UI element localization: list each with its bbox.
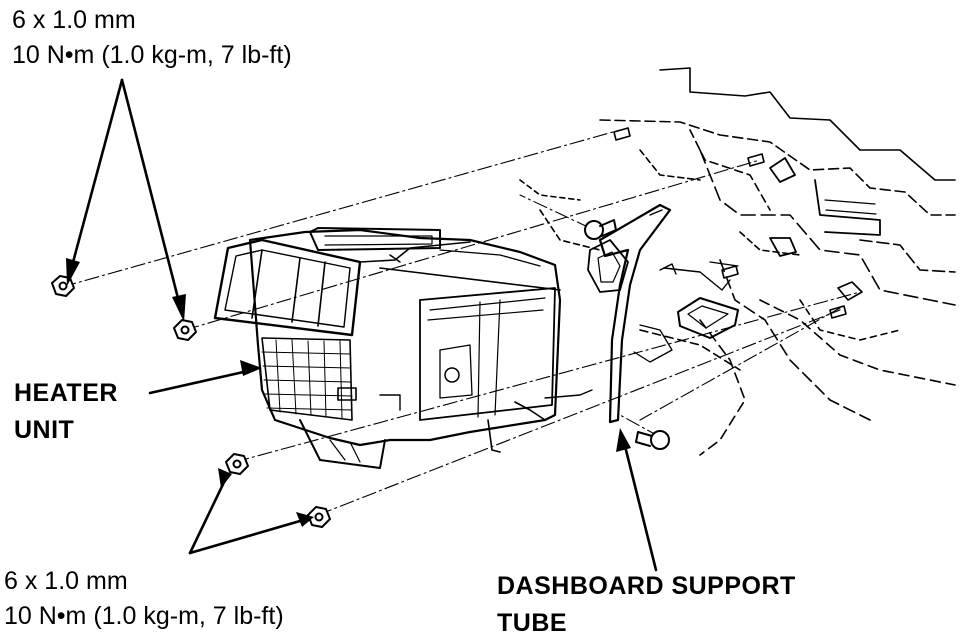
bottom-spec-size: 6 x 1.0 mm bbox=[4, 567, 128, 595]
alignment-lines bbox=[61, 129, 861, 516]
heater-unit-label-line2: UNIT bbox=[14, 416, 75, 444]
heater-unit-label-line1: HEATER bbox=[14, 379, 118, 407]
arrow-dashboard-tube bbox=[622, 440, 658, 572]
top-spec-torque: 10 N•m (1.0 kg-m, 7 lb-ft) bbox=[12, 41, 292, 69]
bottom-spec-torque: 10 N•m (1.0 kg-m, 7 lb-ft) bbox=[4, 602, 284, 630]
heater-unit bbox=[213, 227, 593, 469]
firewall-components bbox=[633, 157, 863, 363]
flange-bolt-upper bbox=[584, 219, 617, 240]
dashboard-support-label-line1: DASHBOARD SUPPORT bbox=[497, 572, 796, 600]
hex-nut-lower-right bbox=[307, 506, 331, 528]
arrow-top-right bbox=[120, 78, 182, 308]
firewall-structure bbox=[519, 67, 956, 456]
top-spec-size: 6 x 1.0 mm bbox=[12, 6, 136, 34]
leader-arrows bbox=[70, 78, 658, 572]
hex-nut-lower-left bbox=[225, 453, 249, 475]
hex-nut-upper-right bbox=[173, 319, 197, 341]
stud-bolts bbox=[613, 127, 847, 319]
arrow-bottom-left bbox=[188, 476, 228, 555]
arrow-top-left bbox=[70, 78, 124, 268]
flange-bolt-lower bbox=[635, 430, 670, 450]
dashboard-support-tube bbox=[587, 203, 672, 424]
arrowheads bbox=[66, 258, 631, 527]
arrow-heater-unit bbox=[148, 369, 250, 395]
dashboard-support-label-line2: TUBE bbox=[497, 609, 568, 637]
arrow-bottom-right bbox=[188, 519, 302, 555]
